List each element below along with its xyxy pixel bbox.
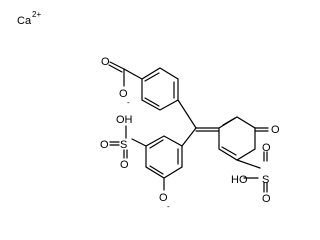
benzoate-ring-outline <box>141 67 179 111</box>
upper-sulfonic-oxygen-left: O <box>100 139 109 151</box>
phenoxide-charge: - <box>167 202 170 211</box>
calcium-charge: 2+ <box>32 10 41 19</box>
benzoate-ring <box>141 67 179 111</box>
carboxyl-c-bond <box>123 68 143 80</box>
quinone-oxygen: O <box>271 124 280 136</box>
phenoxide-ring: O - <box>145 135 183 211</box>
molecule-svg: Ca 2+ O O - O <box>17 10 280 211</box>
upper-sulfonic-sulfur: S <box>120 139 127 151</box>
phenoxide-oxygen: O <box>159 192 168 204</box>
lower-sulfonic-oxygen-bottom: O <box>262 193 271 205</box>
central-carbon <box>177 99 220 147</box>
phenoxide-inner-bond-top <box>149 139 164 149</box>
carboxylate-oxygen: O <box>119 88 128 100</box>
benzoate-inner-bond-top <box>144 72 160 82</box>
upper-sulfonic-group: OH S O O <box>100 114 147 171</box>
lower-sulfonic-sulfur: S <box>262 174 269 186</box>
central-to-phenoxide-bond <box>181 127 197 147</box>
phenoxide-inner-bond-bottom <box>149 165 164 175</box>
counter-ion-calcium: Ca 2+ <box>17 10 41 27</box>
quinone-ring-outline <box>218 116 256 161</box>
carbonyl-bond-a <box>109 61 125 70</box>
central-to-benzoate-bond <box>177 99 197 129</box>
lower-sulfonic-oxygen-top: O <box>262 142 271 154</box>
upper-sulfonic-hydroxyl: OH <box>116 114 133 126</box>
upper-sulfonic-oxygen-bottom: O <box>120 159 129 171</box>
calcium-symbol: Ca <box>17 15 32 27</box>
quinone-ring: O <box>218 116 280 161</box>
upper-sulfonic-c-s-bond <box>131 138 147 147</box>
carbonyl-bond-b <box>108 64 123 73</box>
structure-diagram: Ca 2+ O O - O <box>17 10 280 211</box>
lower-sulfonic-c-s-bond <box>236 159 261 169</box>
lower-sulfonic-group: HO S O O <box>231 142 271 205</box>
benzoate-inner-bond-bottom <box>144 97 160 107</box>
lower-sulfonic-hydroxyl: HO <box>231 174 248 186</box>
carboxylate-charge: - <box>127 98 130 107</box>
quinone-inner-bond-top <box>222 117 236 126</box>
carbonyl-oxygen: O <box>101 56 110 68</box>
carboxylate-group: O O - <box>101 56 143 107</box>
phenoxide-ring-outline <box>145 135 183 179</box>
quinone-inner-bond-bottom <box>221 146 237 156</box>
